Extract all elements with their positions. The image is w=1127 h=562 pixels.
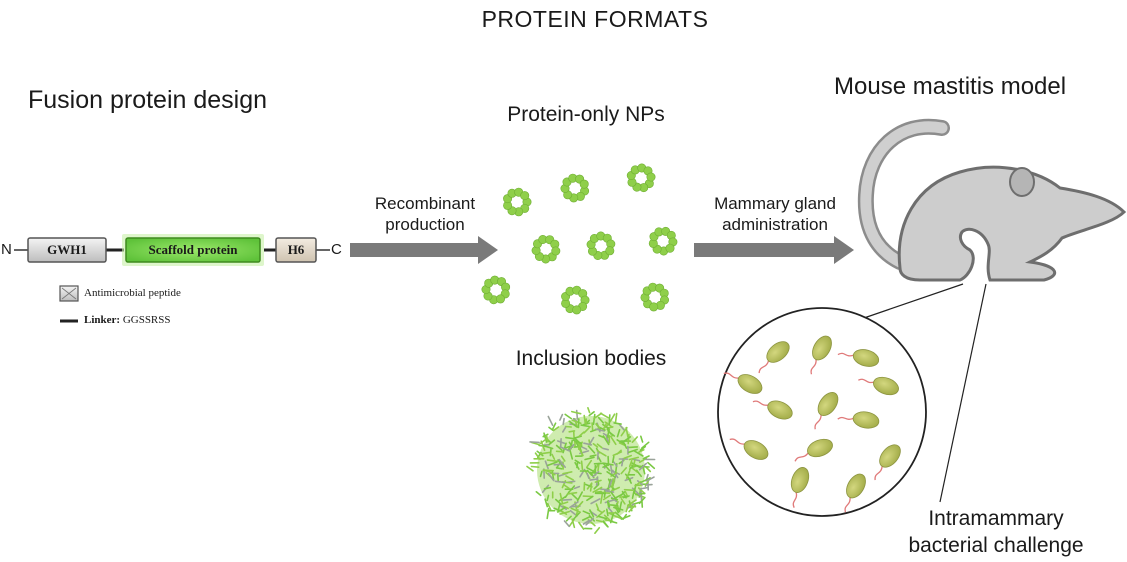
zoom-line-top	[863, 283, 964, 319]
nanoparticle	[648, 226, 678, 256]
production-arrow-label: Recombinant production	[350, 193, 500, 235]
production-label-line2: production	[385, 215, 465, 234]
challenge-label-line2: bacterial challenge	[908, 534, 1084, 557]
nanoparticle	[560, 173, 590, 203]
nanoparticle	[586, 231, 616, 261]
bacterium	[837, 349, 880, 367]
bacterium	[814, 392, 839, 430]
scaffold-domain-inner	[125, 237, 261, 263]
peptide-legend-label: Antimicrobial peptide	[84, 287, 181, 299]
gwh1-domain-box	[27, 237, 107, 263]
bacterium	[844, 473, 866, 513]
fusion-construct	[14, 234, 330, 266]
h6-domain-box	[275, 237, 317, 263]
bacteria-zoom-circle	[717, 307, 927, 517]
fusion-heading: Fusion protein design	[28, 86, 268, 114]
admin-label-line2: administration	[722, 215, 828, 234]
production-label-line1: Recombinant	[374, 194, 476, 213]
challenge-label: Intramammary bacterial challenge	[880, 505, 1112, 559]
bacterium	[729, 438, 769, 460]
nanoparticle	[503, 187, 532, 217]
nanoparticle	[531, 235, 561, 264]
nanoparticle	[626, 163, 656, 193]
bacterium	[874, 444, 901, 481]
mouse-heading: Mouse mastitis model	[834, 73, 1067, 100]
administration-arrow	[694, 236, 854, 264]
bacterium	[794, 438, 833, 462]
challenge-label-line1: Intramammary	[928, 507, 1064, 530]
diagram-title: PROTEIN FORMATS	[481, 6, 709, 32]
bacterium	[810, 335, 832, 375]
h6-label: H6	[287, 242, 305, 257]
bacterium	[758, 341, 790, 374]
nanoparticle	[640, 282, 669, 312]
mouse-ear	[1009, 167, 1035, 197]
nanoparticle	[561, 285, 590, 315]
admin-label-line1: Mammary gland	[714, 194, 836, 213]
mouse-silhouette	[857, 118, 1127, 282]
scaffold-label: Scaffold protein	[148, 242, 238, 257]
linker-legend-sequence: GGSSRSS	[122, 314, 171, 326]
linker-legend: Linker: GGSSRSS	[84, 314, 171, 326]
c-terminus-label: C	[331, 241, 342, 258]
zoom-line-bottom	[939, 283, 987, 503]
ib-heading: Inclusion bodies	[515, 347, 667, 370]
fusion-legend	[59, 285, 79, 323]
production-arrow	[350, 236, 498, 264]
bacteria-cells	[723, 335, 901, 513]
n-terminus-label: N	[1, 241, 12, 258]
bacterium	[752, 400, 793, 420]
bacterium	[790, 467, 810, 508]
inclusion-body-aggregate	[526, 406, 656, 535]
bacterium	[837, 411, 880, 429]
administration-arrow-label: Mammary gland administration	[690, 193, 860, 235]
nps-heading: Protein-only NPs	[507, 103, 665, 126]
bacterium	[723, 372, 763, 394]
gwh1-label: GWH1	[47, 242, 87, 257]
nanoparticle-cluster	[481, 163, 678, 315]
nanoparticle	[481, 275, 511, 305]
bacterium	[858, 376, 899, 396]
linker-legend-label: Linker:	[84, 314, 121, 326]
